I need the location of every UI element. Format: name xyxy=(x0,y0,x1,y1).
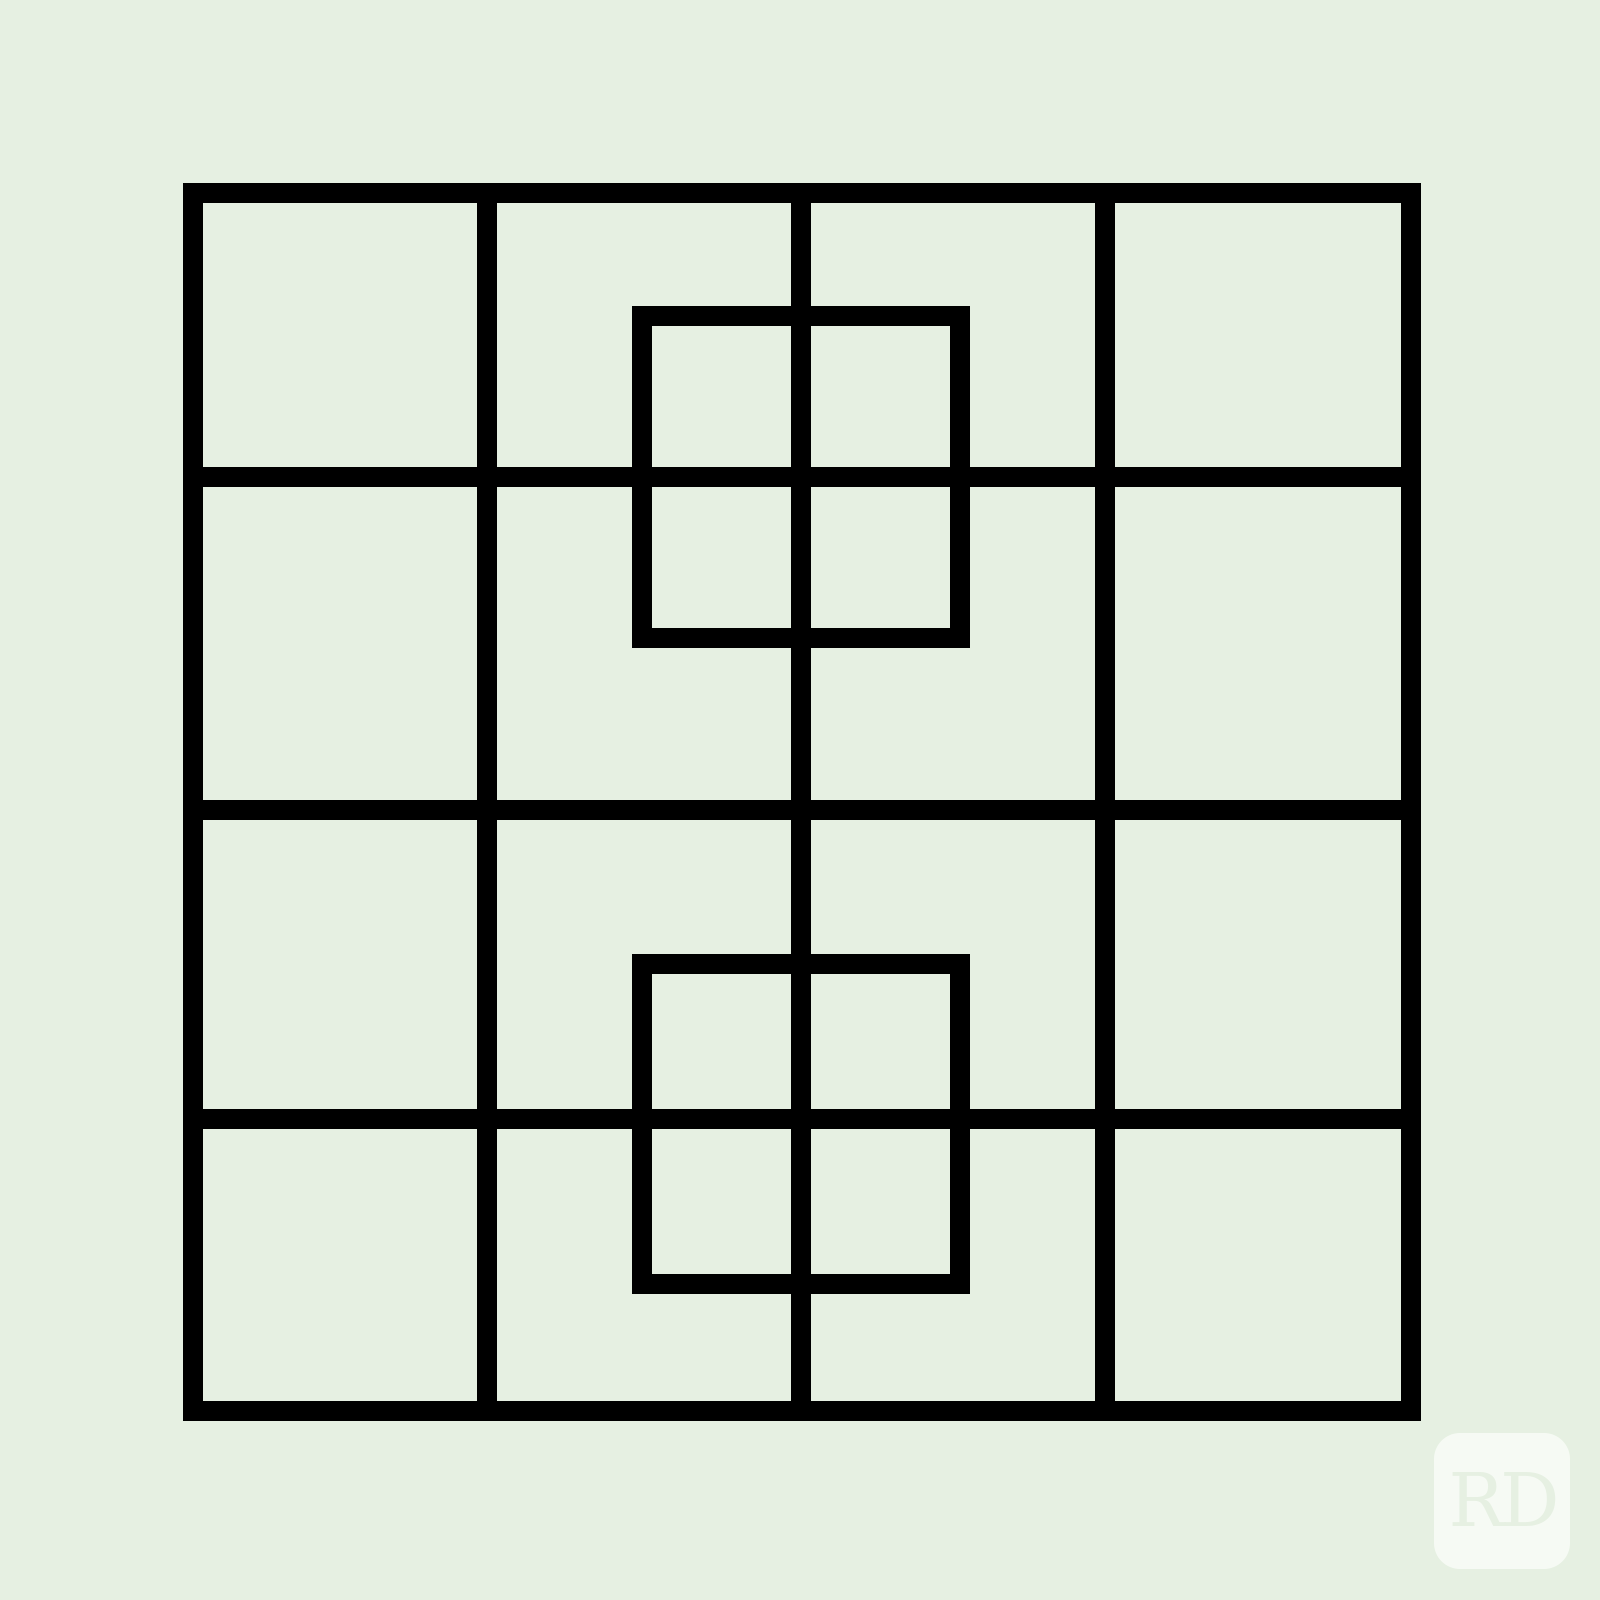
inner-square-bottom xyxy=(632,954,970,1294)
rd-logo-badge: RD xyxy=(1434,1433,1570,1569)
rd-logo-text: RD xyxy=(1448,1458,1559,1544)
grid-lines xyxy=(183,183,1421,1421)
inner-square-top xyxy=(632,306,970,648)
